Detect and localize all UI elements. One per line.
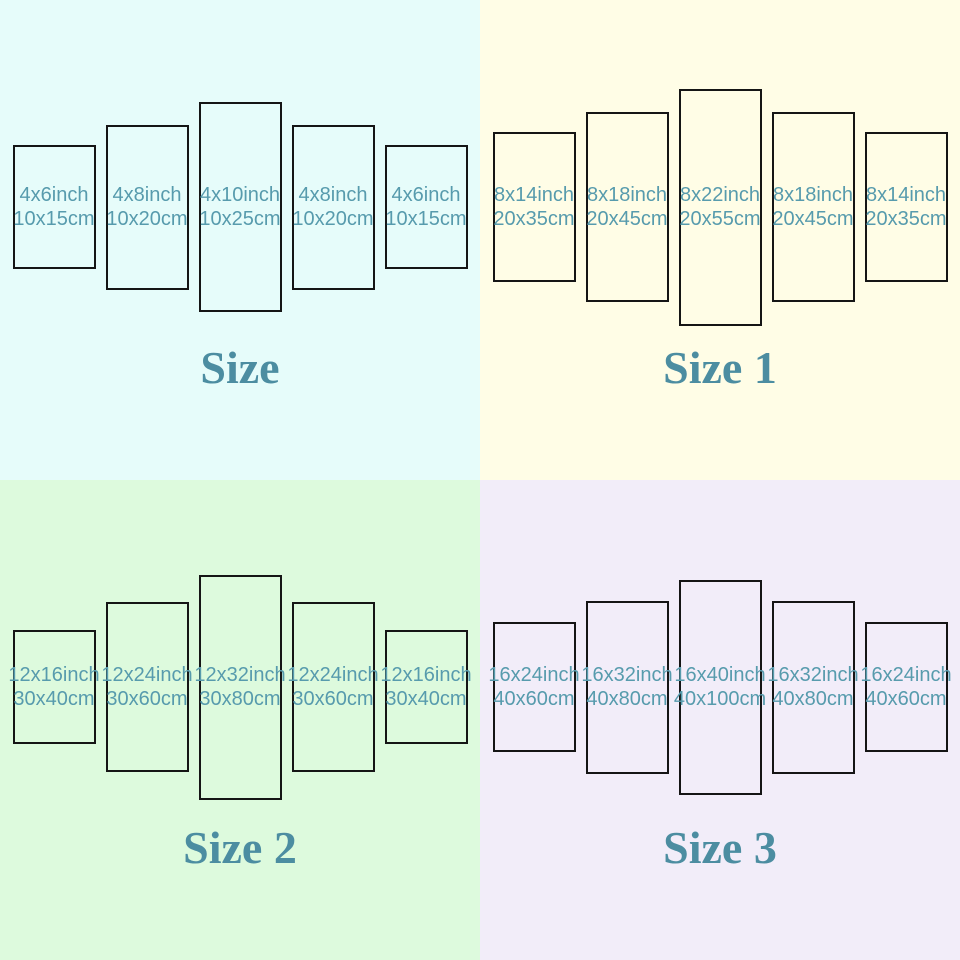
panel-cm-text: 20x35cm [865,208,947,230]
quadrant-size-1: 8x14inch 20x35cm 8x18inch 20x45cm 8x22in… [480,0,960,480]
quadrant-size-3: 16x24inch 40x60cm 16x32inch 40x80cm 16x4… [480,480,960,960]
panel-cm-text: 20x45cm [586,208,668,230]
panel-size-label: 12x16inch 30x40cm [380,663,471,711]
panel-rect: 16x32inch 40x80cm [767,600,859,774]
panel-size-label: 4x6inch 10x15cm [385,183,466,231]
panel-inch-text: 16x24inch [488,664,580,686]
panel-size-label: 16x24inch 40x60cm [488,663,579,711]
panel-inch-text: 16x24inch [860,664,952,686]
panel-size-label: 4x6inch 10x15cm [13,183,94,231]
panel-cm-text: 30x40cm [13,688,95,710]
panel-rect: 8x14inch 20x35cm [864,132,948,282]
panel-cm-text: 30x80cm [199,688,281,710]
panel-size-label: 16x32inch 40x80cm [767,663,858,711]
panel-cm-text: 20x55cm [679,208,761,230]
panel-row: 16x24inch 40x60cm 16x32inch 40x80cm 16x4… [480,480,960,894]
panel-rect: 16x24inch 40x60cm [860,622,952,752]
panel-cm-text: 10x20cm [106,208,188,230]
panel-cm-text: 10x15cm [385,208,467,230]
panel-inch-text: 8x14inch [865,184,947,206]
panel-cm-text: 10x20cm [292,208,374,230]
panel-rect: 12x24inch 30x60cm [101,602,193,772]
panel-inch-text: 4x8inch [298,184,368,206]
panel-inch-text: 16x40inch [674,664,766,686]
panel-cm-text: 40x80cm [772,688,854,710]
panel-cm-text: 30x60cm [106,688,188,710]
panel-row: 12x16inch 30x40cm 12x24inch 30x60cm 12x3… [0,480,480,894]
panel-inch-text: 4x6inch [391,184,461,206]
panel-cm-text: 10x15cm [13,208,95,230]
panel-rect: 12x24inch 30x60cm [287,602,379,772]
panel-row: 4x6inch 10x15cm 4x8inch 10x20cm 4x10inch… [0,0,480,414]
panel-size-label: 16x40inch 40x100cm [674,663,766,711]
panel-size-label: 12x16inch 30x40cm [8,663,99,711]
panel-row: 8x14inch 20x35cm 8x18inch 20x45cm 8x22in… [480,0,960,414]
panel-inch-text: 8x22inch [679,184,761,206]
panel-size-label: 12x32inch 30x80cm [194,663,285,711]
panel-cm-text: 30x40cm [385,688,467,710]
panel-rect: 8x22inch 20x55cm [678,88,762,326]
panel-cm-text: 10x25cm [199,208,281,230]
panel-size-label: 8x18inch 20x45cm [586,183,667,231]
panel-inch-text: 12x16inch [8,664,100,686]
panel-size-label: 16x32inch 40x80cm [581,663,672,711]
panel-rect: 8x18inch 20x45cm [585,112,669,302]
panel-inch-text: 8x14inch [493,184,575,206]
quadrant-title: Size 1 [663,342,777,393]
panel-size-label: 4x10inch 10x25cm [199,183,280,231]
quadrant-title: Size 3 [663,822,777,873]
panel-rect: 4x10inch 10x25cm [198,102,282,312]
panel-inch-text: 4x10inch [199,184,281,206]
panel-inch-text: 16x32inch [767,664,859,686]
panel-rect: 16x40inch 40x100cm [674,579,766,795]
panel-rect: 16x24inch 40x60cm [488,622,580,752]
panel-rect: 12x16inch 30x40cm [8,630,100,744]
panel-size-label: 4x8inch 10x20cm [106,183,187,231]
panel-cm-text: 40x80cm [586,688,668,710]
panel-size-label: 4x8inch 10x20cm [292,183,373,231]
panel-size-label: 16x24inch 40x60cm [860,663,951,711]
panel-rect: 8x14inch 20x35cm [492,132,576,282]
panel-inch-text: 12x32inch [194,664,286,686]
panel-inch-text: 12x24inch [287,664,379,686]
quadrant-size-2: 12x16inch 30x40cm 12x24inch 30x60cm 12x3… [0,480,480,960]
panel-inch-text: 4x8inch [112,184,182,206]
panel-size-label: 8x18inch 20x45cm [772,183,853,231]
panel-inch-text: 16x32inch [581,664,673,686]
quadrant-title: Size [200,342,280,393]
panel-rect: 4x6inch 10x15cm [12,145,96,269]
panel-rect: 8x18inch 20x45cm [771,112,855,302]
panel-rect: 12x16inch 30x40cm [380,630,472,744]
panel-size-label: 12x24inch 30x60cm [101,663,192,711]
panel-rect: 4x8inch 10x20cm [291,124,375,290]
panel-rect: 4x6inch 10x15cm [384,145,468,269]
quadrant-size: 4x6inch 10x15cm 4x8inch 10x20cm 4x10inch… [0,0,480,480]
panel-cm-text: 40x60cm [493,688,575,710]
panel-size-label: 8x14inch 20x35cm [865,183,946,231]
panel-inch-text: 8x18inch [586,184,668,206]
panel-inch-text: 12x16inch [380,664,472,686]
panel-inch-text: 4x6inch [19,184,89,206]
panel-rect: 12x32inch 30x80cm [194,574,286,800]
panel-cm-text: 20x35cm [493,208,575,230]
panel-size-label: 8x22inch 20x55cm [679,183,760,231]
panel-size-label: 12x24inch 30x60cm [287,663,378,711]
panel-rect: 4x8inch 10x20cm [105,124,189,290]
quadrant-title: Size 2 [183,822,297,873]
panel-cm-text: 40x60cm [865,688,947,710]
panel-inch-text: 12x24inch [101,664,193,686]
panel-cm-text: 20x45cm [772,208,854,230]
panel-cm-text: 30x60cm [292,688,374,710]
panel-inch-text: 8x18inch [772,184,854,206]
panel-rect: 16x32inch 40x80cm [581,600,673,774]
panel-size-label: 8x14inch 20x35cm [493,183,574,231]
panel-cm-text: 40x100cm [673,688,767,710]
